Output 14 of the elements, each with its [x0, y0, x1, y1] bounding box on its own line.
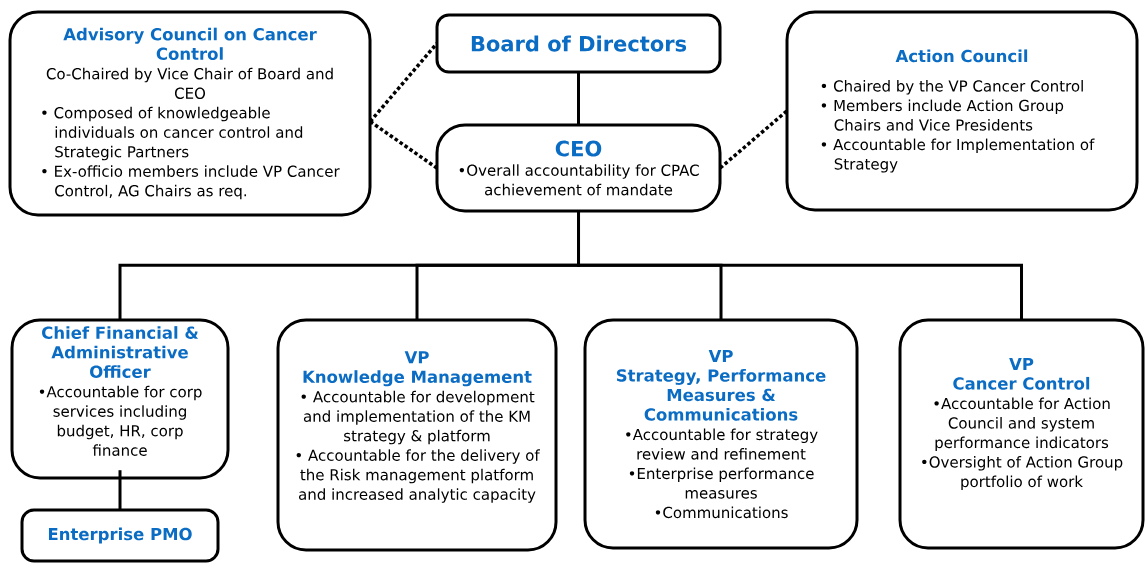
org-box: Board of Directors — [435, 13, 722, 74]
org-box: VP Knowledge Management • Accountable for development and implementation of the KM strategy & platform • Accountable for the delivery of the Risk management platform and increased analytic capacity — [276, 318, 558, 552]
connector-line — [577, 72, 580, 125]
connector-line — [719, 109, 788, 170]
org-box: Advisory Council on Cancer Control Co-Chaired by Vice Chair of Board and CEO • Composed of knowledgeable individuals on cancer control and Strategic Partners • Ex-officio members include VP Cancer Control, AG Chairs as req. — [8, 10, 372, 217]
org-box: VP Strategy, Performance Measures & Communications •Accountable for strategy review and refinement •Enterprise performance measures •Communications — [583, 318, 859, 550]
org-box: Chief Financial & Administrative Officer •Accountable for corp services including budget, HR, corp finance — [10, 318, 230, 480]
connector-line — [118, 470, 122, 510]
org-box: Action Council • Chaired by the VP Cancer Control • Members include Action Group Chairs and Vice Presidents • Accountable for Implementation of Strategy — [785, 10, 1139, 212]
org-box: VP Cancer Control •Accountable for Action Council and system performance indicators •Oversight of Action Group portfolio of work — [898, 318, 1145, 550]
org-box: Enterprise PMO — [20, 508, 220, 563]
connector-line — [368, 42, 439, 123]
org-box: CEO •Overall accountability for CPAC achievement of mandate — [435, 123, 722, 213]
connector-line — [369, 120, 438, 170]
